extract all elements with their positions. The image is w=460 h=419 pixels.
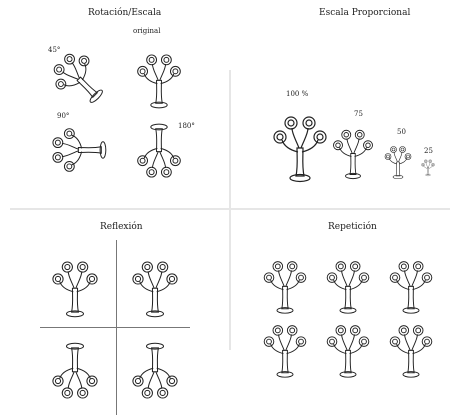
plant-repeat-2 xyxy=(326,261,370,314)
reflection-panel: Reflexión xyxy=(0,210,230,419)
plant-reflection-bottom-left xyxy=(52,342,98,399)
scale-panel: Escala Proporcional 100 % 75 50 25 xyxy=(231,0,460,208)
plant-100 xyxy=(273,116,327,183)
angle-45-label: 45° xyxy=(48,46,61,54)
rotation-panel: Rotación/Escala original 45° 90° 180° xyxy=(0,0,230,208)
scale-title: Escala Proporcional xyxy=(319,8,411,18)
plant-rotated-90 xyxy=(52,128,107,172)
rotation-title: Rotación/Escala xyxy=(88,8,162,18)
scale-25-label: 25 xyxy=(424,147,433,155)
plant-repeat-5 xyxy=(326,325,370,378)
plant-repeat-6 xyxy=(389,325,433,378)
plant-repeat-4 xyxy=(263,325,307,378)
reflection-title: Reflexión xyxy=(100,222,143,232)
repetition-panel: Repetición xyxy=(231,210,460,419)
plant-reflection-top-left xyxy=(52,261,98,318)
horizontal-divider xyxy=(10,208,450,210)
plant-repeat-1 xyxy=(263,261,307,314)
plant-reflection-top-right xyxy=(132,261,178,318)
plant-25 xyxy=(421,159,435,177)
plant-50 xyxy=(384,146,412,180)
angle-90-label: 90° xyxy=(57,112,70,120)
scale-50-label: 50 xyxy=(397,128,406,136)
scale-75-label: 75 xyxy=(354,110,363,118)
reflection-horizontal-axis xyxy=(40,327,190,328)
plant-rotated-180 xyxy=(137,123,181,178)
plant-75 xyxy=(333,129,373,180)
plant-repeat-3 xyxy=(389,261,433,314)
repetition-title: Repetición xyxy=(328,222,377,232)
scale-100-label: 100 % xyxy=(286,90,309,98)
plant-original xyxy=(137,54,181,109)
vertical-divider xyxy=(229,70,231,350)
angle-180-label: 180° xyxy=(178,122,195,130)
plant-reflection-bottom-right xyxy=(132,342,178,399)
original-label: original xyxy=(133,27,161,35)
plant-rotated-45 xyxy=(45,45,114,114)
